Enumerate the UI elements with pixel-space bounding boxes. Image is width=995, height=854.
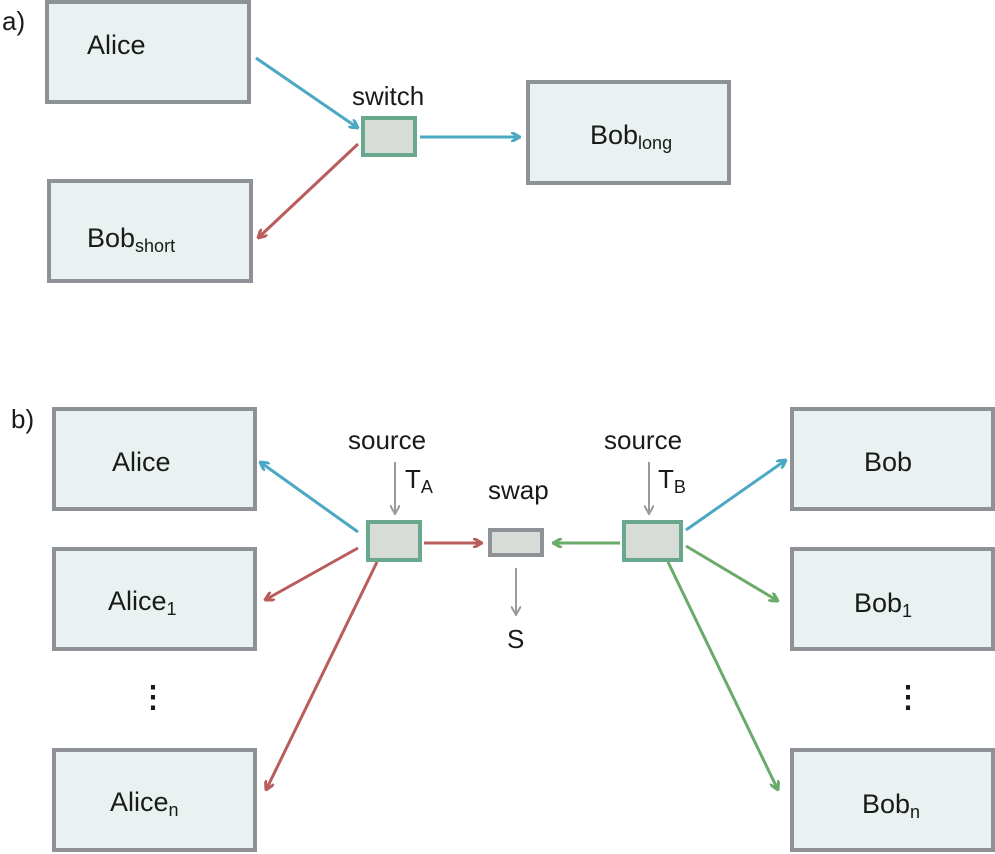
bob-long-box: Boblong [526,80,731,185]
alicen-label: Alicen [110,787,179,820]
swap-label: swap [488,475,549,505]
bobn-label: Bobn [862,789,921,822]
bob1-box: Bob1 [790,547,995,651]
bob-short-label: Bobshort [87,223,176,256]
panel-b-label: b) [11,404,35,434]
source-b-label: source [604,425,683,455]
arrow-source-a-to-alice [260,462,359,534]
arrow-source-a-to-alicen [266,561,379,790]
source-a-node [366,520,422,562]
arrow-alice-to-switch [255,56,358,128]
bob-short-box: Bobshort [47,179,253,283]
arrow-source-a-to-alice1 [265,546,359,600]
alicen-box: Alicen [52,748,257,852]
alice1-box: Alice1 [52,547,257,651]
bob1-label: Bob1 [854,588,913,621]
bob-label-b: Bob [864,447,913,477]
arrow-source-b-to-bob1 [685,544,778,601]
arrow-source-b-to-bob [685,460,786,532]
arrow-switch-to-bob-short [258,142,360,238]
swap-node [488,528,544,557]
bob-box-b: Bob [790,407,995,511]
alice-box-b: Alice [52,407,257,511]
switch-node [361,116,417,157]
switch-label: switch [352,81,425,111]
source-a-label: source [348,425,427,455]
ta-label: TA [405,464,433,497]
bobn-box: Bobn [790,748,995,852]
alice1-label: Alice1 [108,586,177,619]
bob-ellipsis: ⋮ [893,681,923,714]
arrow-source-b-to-bobn [666,561,778,790]
alice-label-b: Alice [112,447,171,477]
alice-ellipsis: ⋮ [138,681,168,714]
s-label: S [507,624,525,654]
tb-label: TB [658,464,686,497]
bob-long-label: Boblong [590,120,673,153]
panel-a-label: a) [2,6,26,36]
alice-label-a: Alice [87,30,146,60]
source-b-node [622,520,683,562]
alice-box-a: Alice [45,0,251,104]
